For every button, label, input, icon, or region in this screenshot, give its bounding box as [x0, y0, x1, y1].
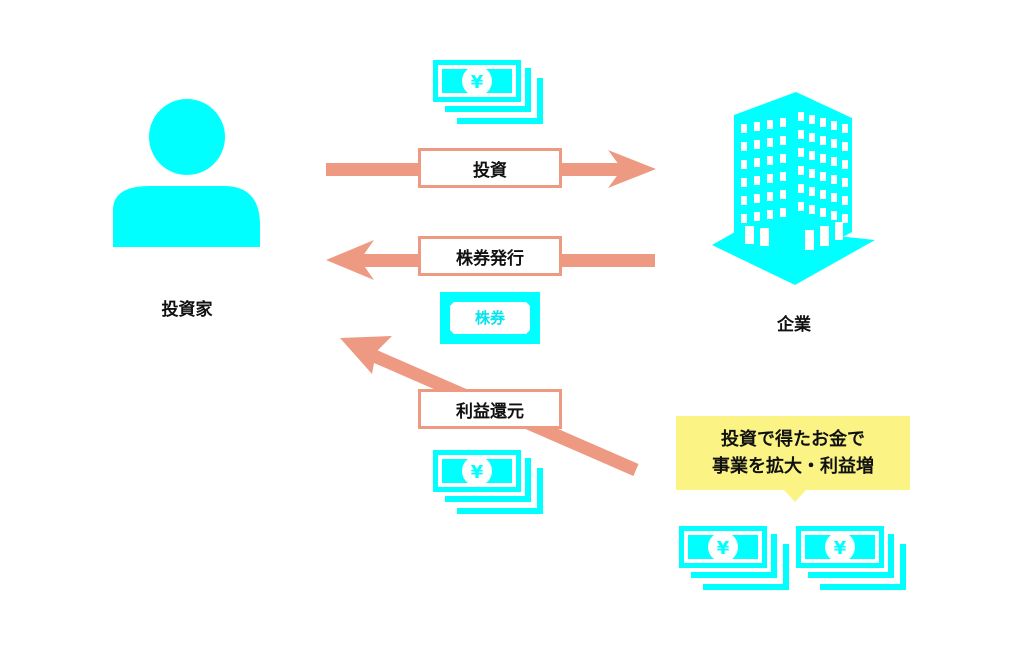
- callout-line-1: 投資で得たお金で: [721, 429, 865, 450]
- money-stack-icon: ¥: [679, 526, 789, 590]
- stock-certificate-label: 株券: [474, 309, 505, 327]
- stock-issue-label: 株券発行: [418, 236, 562, 276]
- yen-symbol: ¥: [471, 72, 484, 93]
- profit-return-label: 利益還元: [418, 389, 562, 429]
- yen-symbol: ¥: [717, 538, 730, 559]
- building-icon: [712, 92, 875, 285]
- stock-certificate-icon: [440, 292, 540, 344]
- company-label: 企業: [777, 315, 811, 335]
- callout-bubble: 投資で得たお金で 事業を拡大・利益増: [676, 416, 910, 502]
- money-stack-icon: ¥: [796, 526, 906, 590]
- money-stack-icon: ¥: [433, 60, 543, 124]
- person-icon: [113, 99, 260, 247]
- investment-label: 投資: [418, 148, 562, 188]
- money-stack-icon: ¥: [433, 450, 543, 514]
- yen-symbol: ¥: [834, 538, 847, 559]
- yen-symbol: ¥: [471, 462, 484, 483]
- investor-label: 投資家: [161, 300, 213, 320]
- callout-line-2: 事業を拡大・利益増: [712, 456, 874, 477]
